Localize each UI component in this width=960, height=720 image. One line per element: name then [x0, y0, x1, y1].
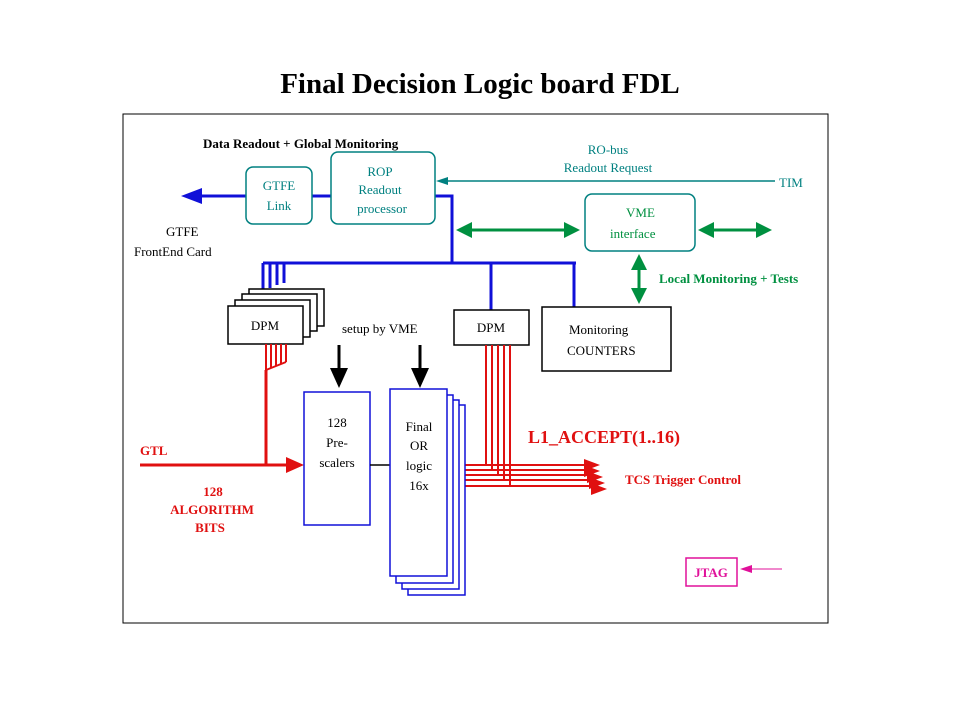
prescalers-text-2: Pre- — [326, 435, 348, 450]
final-or-text-3: logic — [406, 458, 432, 473]
red-lines-left — [264, 344, 287, 465]
final-or-text-1: Final — [406, 419, 433, 434]
dpm-left-stack — [227, 288, 325, 345]
gtl-label: GTL — [140, 443, 168, 458]
gtfe-frontend-text-1: GTFE — [166, 224, 199, 239]
local-monitoring-label: Local Monitoring + Tests — [659, 271, 798, 286]
prescalers-box — [303, 391, 371, 526]
tim-label: TIM — [779, 175, 803, 190]
jtag-box — [685, 557, 738, 587]
green-arrows — [456, 222, 772, 304]
rop-text-2: Readout — [358, 182, 402, 197]
ro-bus-arrowhead — [436, 177, 448, 185]
blue-bus — [261, 194, 576, 310]
red-lines-right — [464, 345, 590, 487]
setup-by-vme-text: setup by VME — [342, 321, 418, 336]
jtag-arrowhead — [740, 565, 752, 573]
ro-bus-text-1: RO-bus — [588, 142, 628, 157]
monitoring-text-2: COUNTERS — [567, 343, 636, 358]
ro-bus-text-2: Readout Request — [564, 160, 653, 175]
gtfe-frontend-text-2: FrontEnd Card — [134, 244, 212, 259]
data-readout-label: Data Readout + Global Monitoring — [203, 136, 399, 151]
gtfe-readout-arrowhead — [181, 188, 202, 204]
vme-text-1: VME — [626, 205, 655, 220]
gtl-arrowhead — [286, 457, 304, 473]
gtfe-link-text-2: Link — [267, 198, 292, 213]
gtfe-link-text-1: GTFE — [263, 178, 296, 193]
gtfe-link-box — [245, 166, 313, 225]
prescalers-text-1: 128 — [327, 415, 347, 430]
l1-accept-label: L1_ACCEPT(1..16) — [528, 427, 680, 448]
rop-text-1: ROP — [367, 164, 392, 179]
monitoring-text-1: Monitoring — [569, 322, 629, 337]
vme-text-2: interface — [610, 226, 656, 241]
jtag-text: JTAG — [694, 565, 728, 580]
diagram-title: Final Decision Logic board FDL — [280, 68, 680, 100]
final-or-text-2: OR — [410, 438, 428, 453]
dpm-left-text: DPM — [251, 318, 280, 333]
algorithm-bits-text-1: 128 — [203, 484, 223, 499]
rop-box — [330, 151, 436, 225]
final-or-stack — [389, 388, 466, 596]
setup-arrows — [330, 345, 429, 388]
algorithm-bits-text-2: ALGORITHM — [170, 502, 254, 517]
dpm-right-text: DPM — [477, 320, 506, 335]
prescalers-text-3: scalers — [319, 455, 354, 470]
monitoring-counters-box — [541, 306, 672, 372]
tcs-trigger-control-label: TCS Trigger Control — [625, 472, 741, 487]
algorithm-bits-text-3: BITS — [195, 520, 225, 535]
rop-text-3: processor — [357, 201, 407, 216]
final-or-text-4: 16x — [409, 478, 429, 493]
red-arrowheads-output — [584, 459, 607, 495]
vme-interface-box — [584, 193, 696, 252]
board-frame — [122, 113, 829, 624]
